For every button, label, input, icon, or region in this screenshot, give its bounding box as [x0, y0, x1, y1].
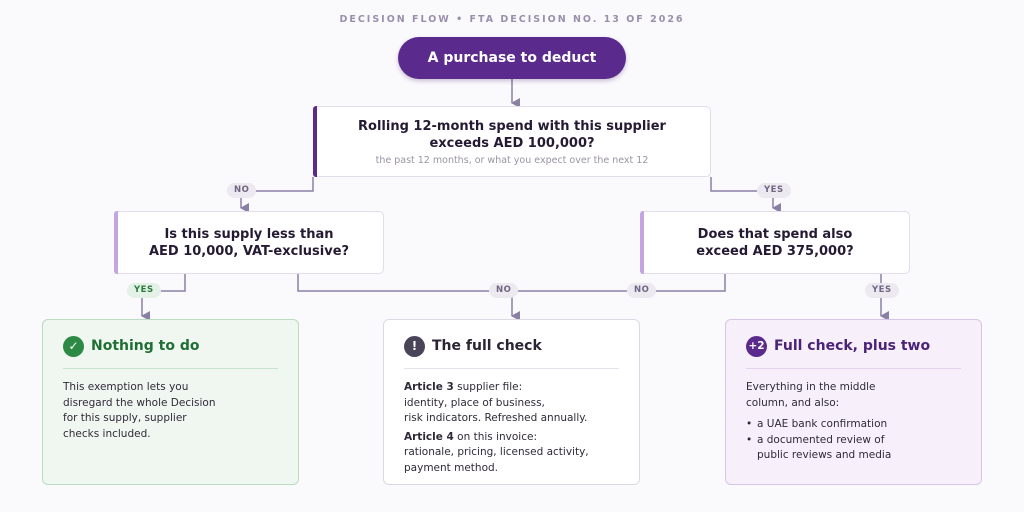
question-title-line2: exceed AED 375,000?	[696, 243, 854, 259]
article-3-text: supplier file:	[453, 381, 523, 393]
body-line: column, and also:	[746, 396, 840, 409]
body-line: for this supply, supplier	[63, 412, 187, 424]
q3-no-label: NO	[627, 283, 657, 298]
list-item: a UAE bank confirmation	[746, 417, 961, 433]
body-line: checks included.	[63, 427, 151, 440]
body-line: payment method.	[404, 461, 498, 474]
outcome-nothing-to-do: ✓ Nothing to do This exemption lets you …	[42, 319, 299, 485]
start-node: A purchase to deduct	[398, 37, 626, 79]
body-line: identity, place of business,	[404, 396, 545, 409]
question-subtitle: the past 12 months, or what you expect o…	[375, 154, 649, 166]
article-3-label: Article 3	[404, 381, 454, 393]
question-title-line2: AED 10,000, VAT-exclusive?	[148, 243, 350, 259]
question-spend-100k: Rolling 12-month spend with this supplie…	[313, 106, 711, 177]
q1-yes-label: YES	[757, 183, 791, 198]
extra-checks-list: a UAE bank confirmation a documented rev…	[746, 417, 961, 464]
question-title-line1: Is this supply less than	[164, 226, 334, 242]
body-line: Everything in the middle	[746, 381, 876, 393]
q1-yes-connector	[710, 177, 781, 213]
check-icon: ✓	[63, 335, 84, 357]
q2-yes-connector	[141, 274, 186, 321]
accent-bar	[114, 211, 118, 274]
article-4-text: on this invoice:	[453, 430, 537, 443]
page-eyebrow: DECISION FLOW • FTA DECISION NO. 13 OF 2…	[339, 14, 685, 25]
plus-two-icon: +2	[746, 335, 767, 357]
q2-no-connector	[297, 274, 520, 321]
article-4-label: Article 4	[404, 430, 454, 443]
outcome-full-check-plus-two: +2 Full check, plus two Everything in th…	[725, 319, 982, 485]
body-line: risk indicators. Refreshed annually.	[404, 412, 588, 424]
body-line: rationale, pricing, licensed activity,	[404, 446, 589, 458]
q3-no-connector	[512, 274, 726, 292]
outcome-full-check: ! The full check Article 3 supplier file…	[383, 319, 640, 485]
accent-bar	[313, 106, 317, 177]
question-supply-under-10k: Is this supply less than AED 10,000, VAT…	[114, 211, 384, 274]
exclamation-icon: !	[404, 335, 425, 357]
accent-bar	[640, 211, 644, 274]
q2-no-label: NO	[489, 283, 519, 298]
q3-yes-label: YES	[865, 283, 899, 298]
outcome-title: The full check	[432, 338, 542, 354]
q2-yes-label: YES	[127, 283, 161, 298]
question-spend-375k: Does that spend also exceed AED 375,000?	[640, 211, 910, 274]
outcome-title: Nothing to do	[91, 338, 200, 354]
q1-no-connector	[240, 177, 314, 213]
question-title-line2: exceeds AED 100,000?	[429, 135, 595, 151]
question-title-line1: Rolling 12-month spend with this supplie…	[358, 118, 666, 134]
outcome-title: Full check, plus two	[774, 338, 931, 354]
q1-no-label: NO	[227, 183, 257, 198]
body-line: disregard the whole Decision	[63, 396, 216, 409]
body-line: This exemption lets you	[63, 381, 189, 393]
question-title-line1: Does that spend also	[697, 226, 853, 242]
